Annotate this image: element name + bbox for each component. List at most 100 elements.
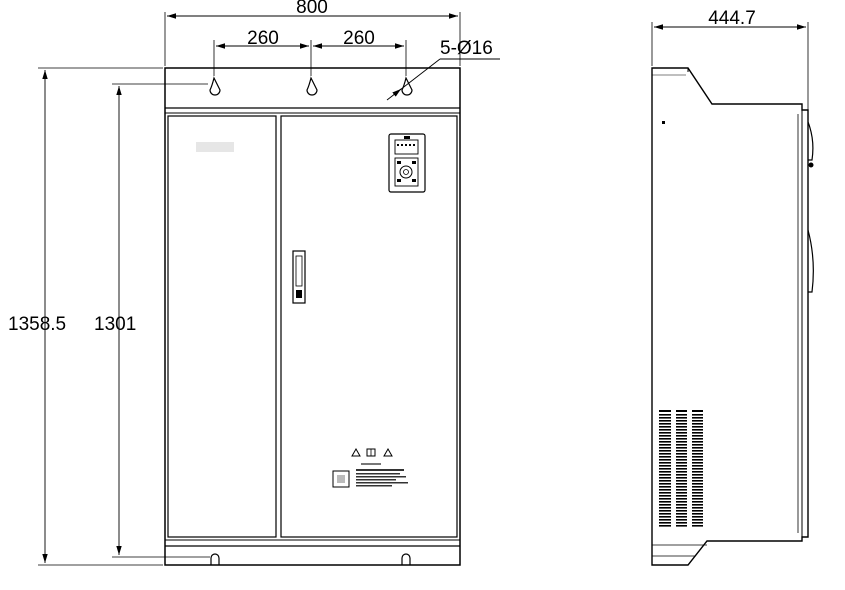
vent-slot — [659, 447, 671, 449]
logo-mark — [196, 142, 234, 152]
vent-slot — [676, 438, 687, 440]
vent-slot — [692, 483, 703, 485]
vent-slot — [692, 522, 703, 524]
vent-slot — [676, 456, 687, 458]
side-profile — [651, 67, 809, 566]
mounting-holes — [209, 76, 413, 565]
vent-slot — [659, 423, 671, 425]
vent-slot — [676, 522, 687, 524]
vent-slot — [676, 483, 687, 485]
vent-slot — [692, 462, 703, 464]
vent-slot — [676, 501, 687, 503]
vent-slot — [659, 471, 671, 473]
vent-slot — [692, 414, 703, 416]
dim-overall-height: 1358.5 — [8, 314, 66, 335]
vent-slot — [692, 504, 703, 506]
vent-slot — [676, 450, 687, 452]
vent-slot — [659, 525, 671, 527]
vent-slot — [659, 492, 671, 494]
vent-slot — [659, 513, 671, 515]
vent-slot — [659, 453, 671, 455]
vent-slot — [676, 468, 687, 470]
vent-slot — [659, 483, 671, 485]
vent-slot — [692, 441, 703, 443]
vent-slot — [676, 426, 687, 428]
vent-slot — [692, 498, 703, 500]
vent-slot — [692, 492, 703, 494]
vent-slot — [659, 456, 671, 458]
nameplate-label — [332, 463, 408, 488]
vent-slot — [692, 507, 703, 509]
vent-slot — [676, 486, 687, 488]
vent-slot — [676, 435, 687, 437]
vent-slot — [659, 486, 671, 488]
vent-slot — [676, 492, 687, 494]
dim-overall-width: 800 — [296, 0, 328, 18]
vent-slot — [659, 507, 671, 509]
front-dimensions: 800 260 260 5-Ø16 1358.5 1301 — [8, 0, 500, 566]
vent-slot — [692, 444, 703, 446]
vent-slot — [676, 474, 687, 476]
vent-slot — [676, 498, 687, 500]
right-door — [280, 115, 458, 538]
vent-slot — [676, 420, 687, 422]
vent-slot — [692, 501, 703, 503]
vent-slot — [692, 450, 703, 452]
vent-slot — [692, 438, 703, 440]
vent-slot — [692, 417, 703, 419]
vent-slot — [676, 423, 687, 425]
vent-slot — [676, 447, 687, 449]
vent-slot — [659, 468, 671, 470]
vent-slot — [676, 462, 687, 464]
vent-slot — [692, 420, 703, 422]
vent-slot — [692, 435, 703, 437]
vent-slot — [692, 477, 703, 479]
dim-depth: 444.7 — [708, 8, 756, 29]
vent-slot — [659, 519, 671, 521]
vent-slot — [692, 468, 703, 470]
vent-slot — [659, 501, 671, 503]
vent-slot — [676, 441, 687, 443]
vent-slot — [659, 489, 671, 491]
vent-slot — [692, 525, 703, 527]
vent-slot — [692, 474, 703, 476]
vent-slot — [692, 465, 703, 467]
vent-slot — [676, 465, 687, 467]
dim-mounting-height: 1301 — [94, 314, 136, 335]
warning-symbols — [351, 447, 393, 457]
vent-slot — [659, 444, 671, 446]
vent-slot — [659, 435, 671, 437]
vent-slot — [659, 462, 671, 464]
vent-slot — [692, 510, 703, 512]
vent-slot — [692, 429, 703, 431]
vent-slot — [692, 423, 703, 425]
vent-slot — [676, 414, 687, 416]
vent-slot — [659, 480, 671, 482]
vent-slot — [676, 519, 687, 521]
vent-slot — [692, 519, 703, 521]
vent-grille — [659, 410, 703, 412]
vent-slot — [692, 495, 703, 497]
vent-slot — [676, 495, 687, 497]
vent-slots — [659, 414, 703, 527]
vent-slot — [659, 495, 671, 497]
vent-slot — [676, 417, 687, 419]
vent-slot — [692, 432, 703, 434]
keypad-panel — [388, 133, 426, 193]
vent-slot — [676, 444, 687, 446]
vent-slot — [659, 432, 671, 434]
vent-slot — [659, 438, 671, 440]
side-view — [651, 67, 814, 566]
vent-slot — [659, 522, 671, 524]
vent-slot — [676, 510, 687, 512]
vent-slot — [659, 498, 671, 500]
vent-slot — [692, 453, 703, 455]
vent-slot — [659, 516, 671, 518]
vent-slot — [659, 474, 671, 476]
vent-slot — [692, 516, 703, 518]
vent-slot — [659, 504, 671, 506]
dim-hole-spacing-left: 260 — [247, 28, 279, 49]
cabinet-outline — [164, 67, 461, 566]
vent-slot — [676, 480, 687, 482]
